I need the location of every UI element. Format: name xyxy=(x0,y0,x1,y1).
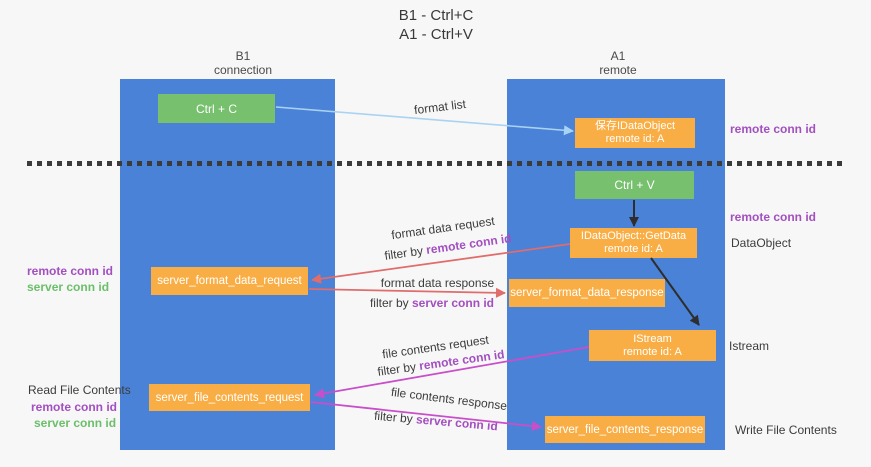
annotation-remote-conn-id-mid-left: remote conn id xyxy=(27,264,114,278)
filter-by-text: filter by xyxy=(369,296,412,310)
edge-label-format-data-response: format data response xyxy=(380,276,495,290)
node-idataobject-getdata-line2: remote id: A xyxy=(604,243,663,255)
annotation-server-conn-id-mid-left: server conn id xyxy=(27,280,110,294)
edge-label-filter-server-1: filter by server conn id xyxy=(368,296,496,310)
node-server-format-data-request: server_format_data_request xyxy=(151,267,308,295)
lane-a1-title: A1 xyxy=(610,49,626,63)
node-saved-idataobject-line1: 保存IDataObject xyxy=(594,120,676,132)
node-server-file-contents-response: server_file_contents_response xyxy=(545,416,705,443)
node-server-format-data-response: server_format_data_response xyxy=(509,279,665,307)
node-istream-line1: IStream xyxy=(633,332,672,345)
node-server-file-contents-request: server_file_contents_request xyxy=(149,384,310,411)
node-server-file-contents-request-label: server_file_contents_request xyxy=(155,391,304,404)
server-conn-id-text: server conn id xyxy=(415,412,499,434)
node-ctrl-v: Ctrl + V xyxy=(575,171,694,199)
node-idataobject-getdata-line1: IDataObject::GetData xyxy=(580,230,687,242)
lane-b1-title: B1 xyxy=(235,49,251,63)
annotation-remote-conn-id-mid-right: remote conn id xyxy=(730,210,817,224)
filter-by-text: filter by xyxy=(376,359,421,379)
lane-header-a1: A1 remote xyxy=(528,49,708,77)
node-server-format-data-request-label: server_format_data_request xyxy=(157,275,302,287)
lane-b1-subtitle: connection xyxy=(213,63,273,77)
phase-divider-dashed-line xyxy=(27,161,847,166)
filter-by-text: filter by xyxy=(383,243,428,263)
node-ctrl-v-label: Ctrl + V xyxy=(614,178,655,192)
edge-label-format-list: format list xyxy=(413,96,467,118)
diagram-title: B1 - Ctrl+C A1 - Ctrl+V xyxy=(296,6,576,44)
lane-header-b1: B1 connection xyxy=(153,49,333,77)
node-server-file-contents-response-label: server_file_contents_response xyxy=(546,423,704,436)
title-line-2: A1 - Ctrl+V xyxy=(399,26,473,43)
node-saved-idataobject-line2: remote id: A xyxy=(605,133,665,145)
annotation-dataobject: DataObject xyxy=(731,236,792,250)
annotation-istream: Istream xyxy=(729,339,770,353)
annotation-read-file-contents: Read File Contents xyxy=(28,383,131,397)
lane-a1-subtitle: remote xyxy=(599,63,637,77)
filter-by-text: filter by xyxy=(373,408,417,427)
annotation-remote-conn-id-top-right: remote conn id xyxy=(730,122,817,136)
server-conn-id-text: server conn id xyxy=(411,296,495,310)
node-idataobject-getdata: IDataObject::GetData remote id: A xyxy=(570,228,697,258)
edge-label-filter-server-2: filter by server conn id xyxy=(372,408,501,434)
annotation-write-file-contents: Write File Contents xyxy=(735,423,837,437)
title-line-1: B1 - Ctrl+C xyxy=(398,7,474,24)
edge-label-file-contents-response: file contents response xyxy=(390,384,508,414)
annotation-remote-conn-id-bottom-left: remote conn id xyxy=(31,400,118,414)
node-saved-idataobject: 保存IDataObject remote id: A xyxy=(575,118,695,148)
node-istream: IStream remote id: A xyxy=(589,330,716,361)
node-ctrl-c-label: Ctrl + C xyxy=(195,101,237,116)
node-istream-line2: remote id: A xyxy=(623,345,682,358)
node-ctrl-c: Ctrl + C xyxy=(158,94,275,123)
annotation-server-conn-id-bottom-left: server conn id xyxy=(34,416,117,430)
node-server-format-data-response-label: server_format_data_response xyxy=(510,287,664,299)
